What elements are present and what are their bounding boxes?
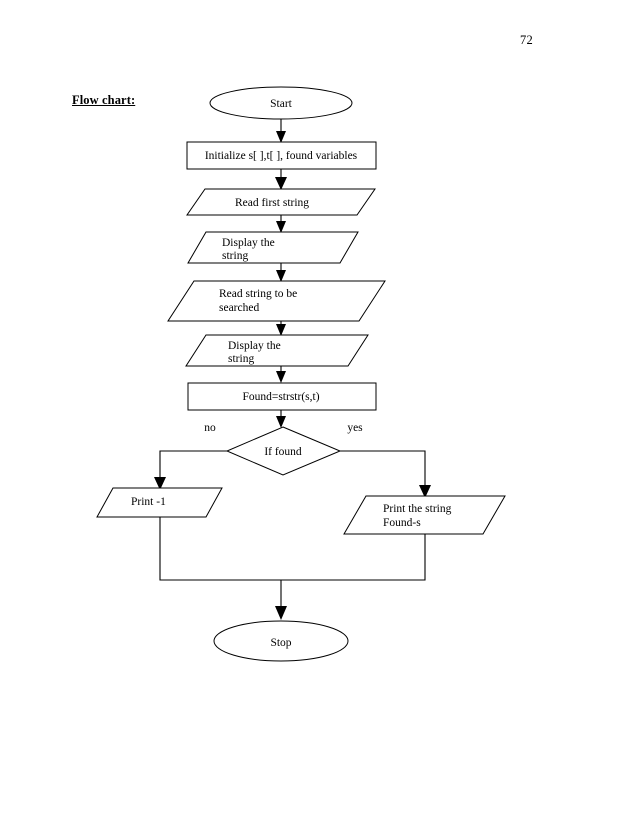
arrowhead-init-read1 xyxy=(275,177,287,190)
page-number: 72 xyxy=(520,33,533,47)
node-display-string-1-label-line2: string xyxy=(222,250,248,262)
node-print-the-string xyxy=(343,495,506,535)
edge-merge-to-stop xyxy=(159,517,426,581)
node-read-string-label-line2: searched xyxy=(219,302,259,314)
arrowhead-read2-display2 xyxy=(276,324,286,336)
node-found-strstr xyxy=(187,382,377,411)
node-print-minus-one-label: Print -1 xyxy=(131,496,166,508)
node-print-minus-one xyxy=(96,487,223,518)
section-label-flow-chart: Flow chart: xyxy=(72,93,136,107)
node-initialize-label: Initialize s[ ],t[ ], found variables xyxy=(205,150,358,162)
node-initialize xyxy=(186,141,377,170)
node-read-string-to-be-searched xyxy=(167,280,386,322)
branch-label-yes: yes xyxy=(347,422,363,434)
node-display-string-1-label-line1: Display the xyxy=(222,237,275,249)
node-print-the-string-label-line2: Found-s xyxy=(383,517,421,529)
edge-iffound-printneg1 xyxy=(159,450,227,482)
node-print-the-string-label-line1: Print the string xyxy=(383,503,452,515)
arrowhead-iffound-printneg1 xyxy=(154,477,166,490)
arrowhead-display2-found xyxy=(276,371,286,383)
arrowhead-merge-stop xyxy=(275,606,287,620)
node-stop-label: Stop xyxy=(270,637,291,649)
arrowhead-start-init xyxy=(276,131,286,143)
node-read-first-string xyxy=(186,188,376,216)
arrowhead-display1-read2 xyxy=(276,270,286,282)
node-display-string-2-label-line1: Display the xyxy=(228,340,281,352)
node-read-string-label-line1: Read string to be xyxy=(219,288,297,300)
arrowhead-read1-display1 xyxy=(276,221,286,233)
node-read-first-string-label: Read first string xyxy=(235,197,309,209)
branch-label-no: no xyxy=(204,422,216,434)
node-stop xyxy=(213,620,349,662)
node-display-string-2 xyxy=(185,334,369,367)
node-if-found-label: If found xyxy=(264,446,302,458)
node-display-string-2-label-line2: string xyxy=(228,353,254,365)
node-found-strstr-label: Found=strstr(s,t) xyxy=(242,391,319,403)
node-display-string-1 xyxy=(187,231,359,264)
node-if-found xyxy=(225,426,342,476)
arrowhead-found-iffound xyxy=(276,416,286,428)
edge-iffound-printstr xyxy=(340,450,426,490)
node-start-label: Start xyxy=(270,98,293,110)
arrowhead-iffound-printstr xyxy=(419,485,431,498)
